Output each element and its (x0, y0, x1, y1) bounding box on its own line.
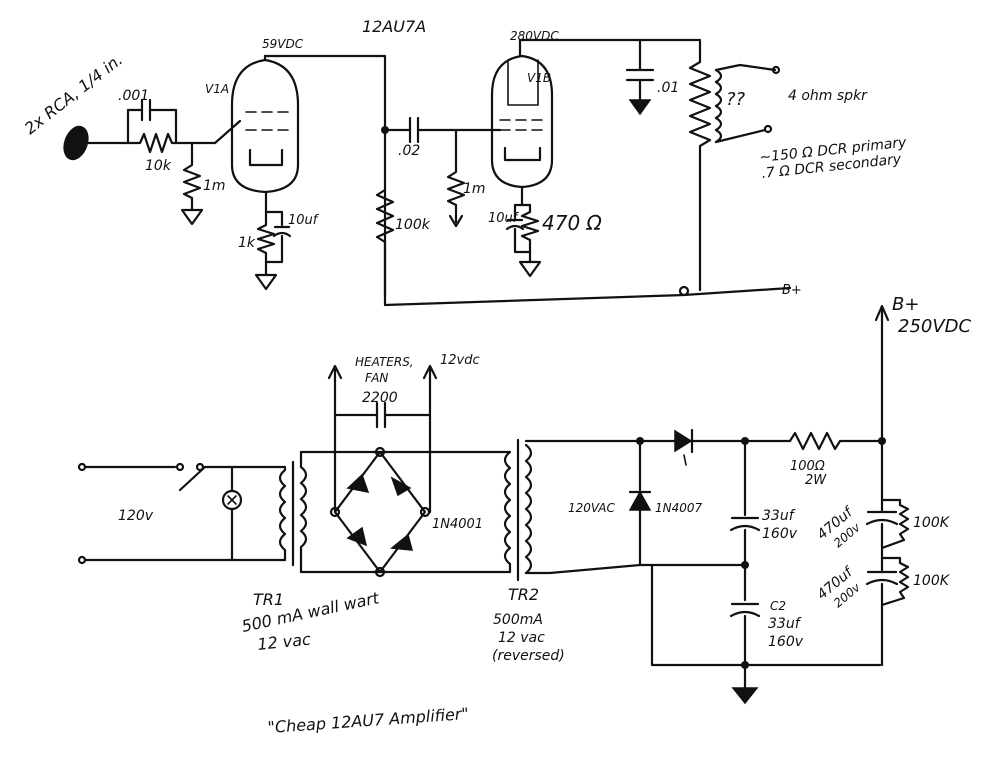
label-tr1-desc2: 12 vac (256, 629, 311, 654)
bplus-filter-bank (865, 439, 910, 667)
label-v1b-plate-v: 280VDC (510, 29, 559, 43)
output-transformer (383, 53, 792, 307)
label-120vac: 120VAC (568, 501, 616, 515)
label-c1-val: 33uf (762, 508, 796, 524)
bplus-output (874, 304, 890, 445)
label-v1b: V1B (527, 71, 551, 85)
label-tr2-desc3: (reversed) (492, 648, 565, 664)
input-cap-001 (126, 98, 178, 145)
label-r-grid2: 1m (463, 181, 486, 197)
label-rk1: 1k (238, 235, 256, 251)
label-fan: FAN (365, 371, 388, 385)
label-c-plate2: .01 (657, 80, 679, 96)
coupling-cap-02 (383, 116, 502, 144)
label-input-jack: 2x RCA, 1/4 in. (21, 50, 126, 138)
label-diode-bridge: 1N4001 (432, 517, 483, 532)
diagram-title: "Cheap 12AU7 Amplifier" (267, 704, 469, 737)
ground-return (650, 563, 882, 667)
label-tr2-desc2: 12 vac (498, 630, 545, 646)
label-bplus-top: B+ (782, 283, 802, 298)
label-c1-volt: 160v (762, 526, 798, 542)
label-diode-hv: 1N4007 (655, 501, 703, 515)
label-rk2: 470 Ω (542, 211, 603, 235)
label-r-bleed2: 100K (913, 573, 951, 589)
bridge-rectifier (329, 446, 431, 578)
input-resistor-10k (126, 132, 217, 154)
v1a-cathode-network (254, 190, 292, 291)
label-r-bleed1: 100K (913, 515, 951, 531)
plate-to-xfmr-wire (638, 38, 702, 57)
label-c-2200: 2200 (362, 390, 398, 406)
grid-resistor-1m (180, 141, 204, 226)
v1a-plate-wire (263, 54, 387, 297)
label-bplus-main: B+ (892, 294, 919, 315)
label-v1a: V1A (205, 82, 229, 96)
label-xfmr-unknown: ?? (726, 89, 746, 110)
filter-caps-c1-c2 (729, 437, 761, 705)
resistor-100-ohm (743, 431, 884, 451)
label-line-voltage: 120v (118, 508, 154, 524)
label-ck1: 10uf (288, 213, 320, 228)
label-tube-type: 12AU7A (362, 17, 426, 36)
hv-rectifiers (628, 428, 747, 567)
transformer-tr2 (493, 438, 642, 582)
label-tr2-desc1: 500mA (493, 612, 543, 628)
label-bplus-voltage: 250VDC (898, 316, 972, 337)
label-c2-volt: 160v (768, 634, 804, 650)
cap-01 (625, 38, 655, 116)
label-12v-out: 12vdc (440, 353, 480, 368)
grid-resistor-1m-v1b (446, 128, 466, 228)
tube-v1b (490, 38, 642, 189)
label-c-input: .001 (118, 88, 149, 104)
label-c-coupling: .02 (398, 143, 420, 159)
label-c2: C2 (770, 599, 786, 613)
label-r-grid1: 1m (203, 178, 226, 194)
line-input (77, 462, 287, 565)
heater-outputs (327, 364, 438, 514)
label-c2-val: 33uf (768, 616, 802, 632)
label-heaters: HEATERS, (355, 355, 414, 369)
label-r-load1: 100k (395, 217, 431, 233)
label-ck2: 10uf (488, 211, 520, 226)
label-r-drop: 100Ω (790, 459, 825, 474)
label-tr2: TR2 (508, 585, 539, 604)
label-v1a-plate-v: 59VDC (262, 37, 304, 51)
label-r-input: 10k (145, 158, 172, 174)
label-tr1: TR1 (253, 590, 284, 609)
transformer-tr1 (278, 450, 497, 574)
input-jack (63, 125, 130, 161)
label-r-drop-w: 2W (805, 473, 827, 488)
tube-v1a (213, 54, 300, 194)
label-speaker: 4 ohm spkr (788, 88, 868, 104)
v1b-cathode-network (505, 185, 542, 278)
